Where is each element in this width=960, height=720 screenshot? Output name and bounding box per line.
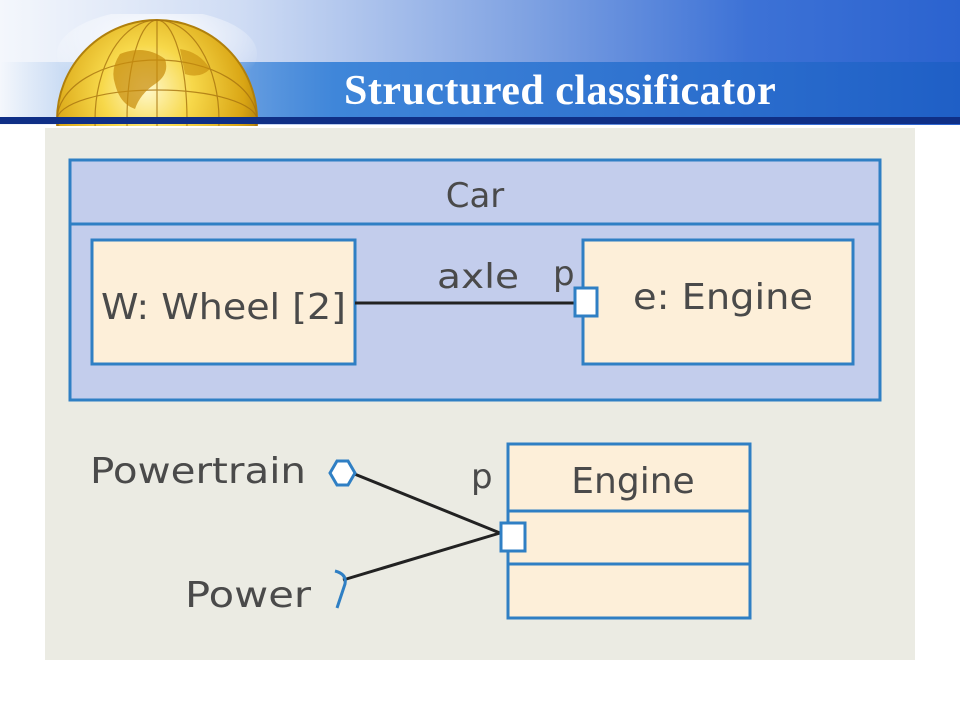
- header-divider: [0, 117, 960, 124]
- slide-title: Structured classificator: [344, 68, 777, 114]
- slide-header: Structured classificator: [0, 0, 960, 126]
- engine-port-label: p: [471, 457, 493, 497]
- uml-figure: Car W: Wheel [2] e: Engine axle p Engine…: [45, 128, 915, 660]
- engine-class-port: [499, 521, 527, 553]
- axle-label: axle: [437, 257, 519, 297]
- wheel-part-label: W: Wheel [2]: [101, 287, 346, 328]
- car-port-label: p: [553, 254, 575, 294]
- powertrain-connector: [351, 471, 501, 535]
- globe-logo-icon: [50, 14, 264, 126]
- engine-class-box: Engine: [506, 442, 752, 620]
- engine-part-port: [573, 286, 599, 318]
- powertrain-label: Powertrain: [90, 451, 306, 492]
- power-connector: [342, 531, 501, 582]
- power-required-interface-icon: [334, 569, 347, 609]
- wheel-part-box: W: Wheel [2]: [90, 238, 357, 366]
- engine-class-name: Engine: [571, 461, 694, 502]
- powertrain-provided-interface-icon: [328, 459, 357, 487]
- engine-part-box: e: Engine: [581, 238, 855, 366]
- engine-part-label: e: Engine: [633, 277, 813, 318]
- car-class-name: Car: [446, 176, 505, 216]
- power-label: Power: [185, 575, 311, 616]
